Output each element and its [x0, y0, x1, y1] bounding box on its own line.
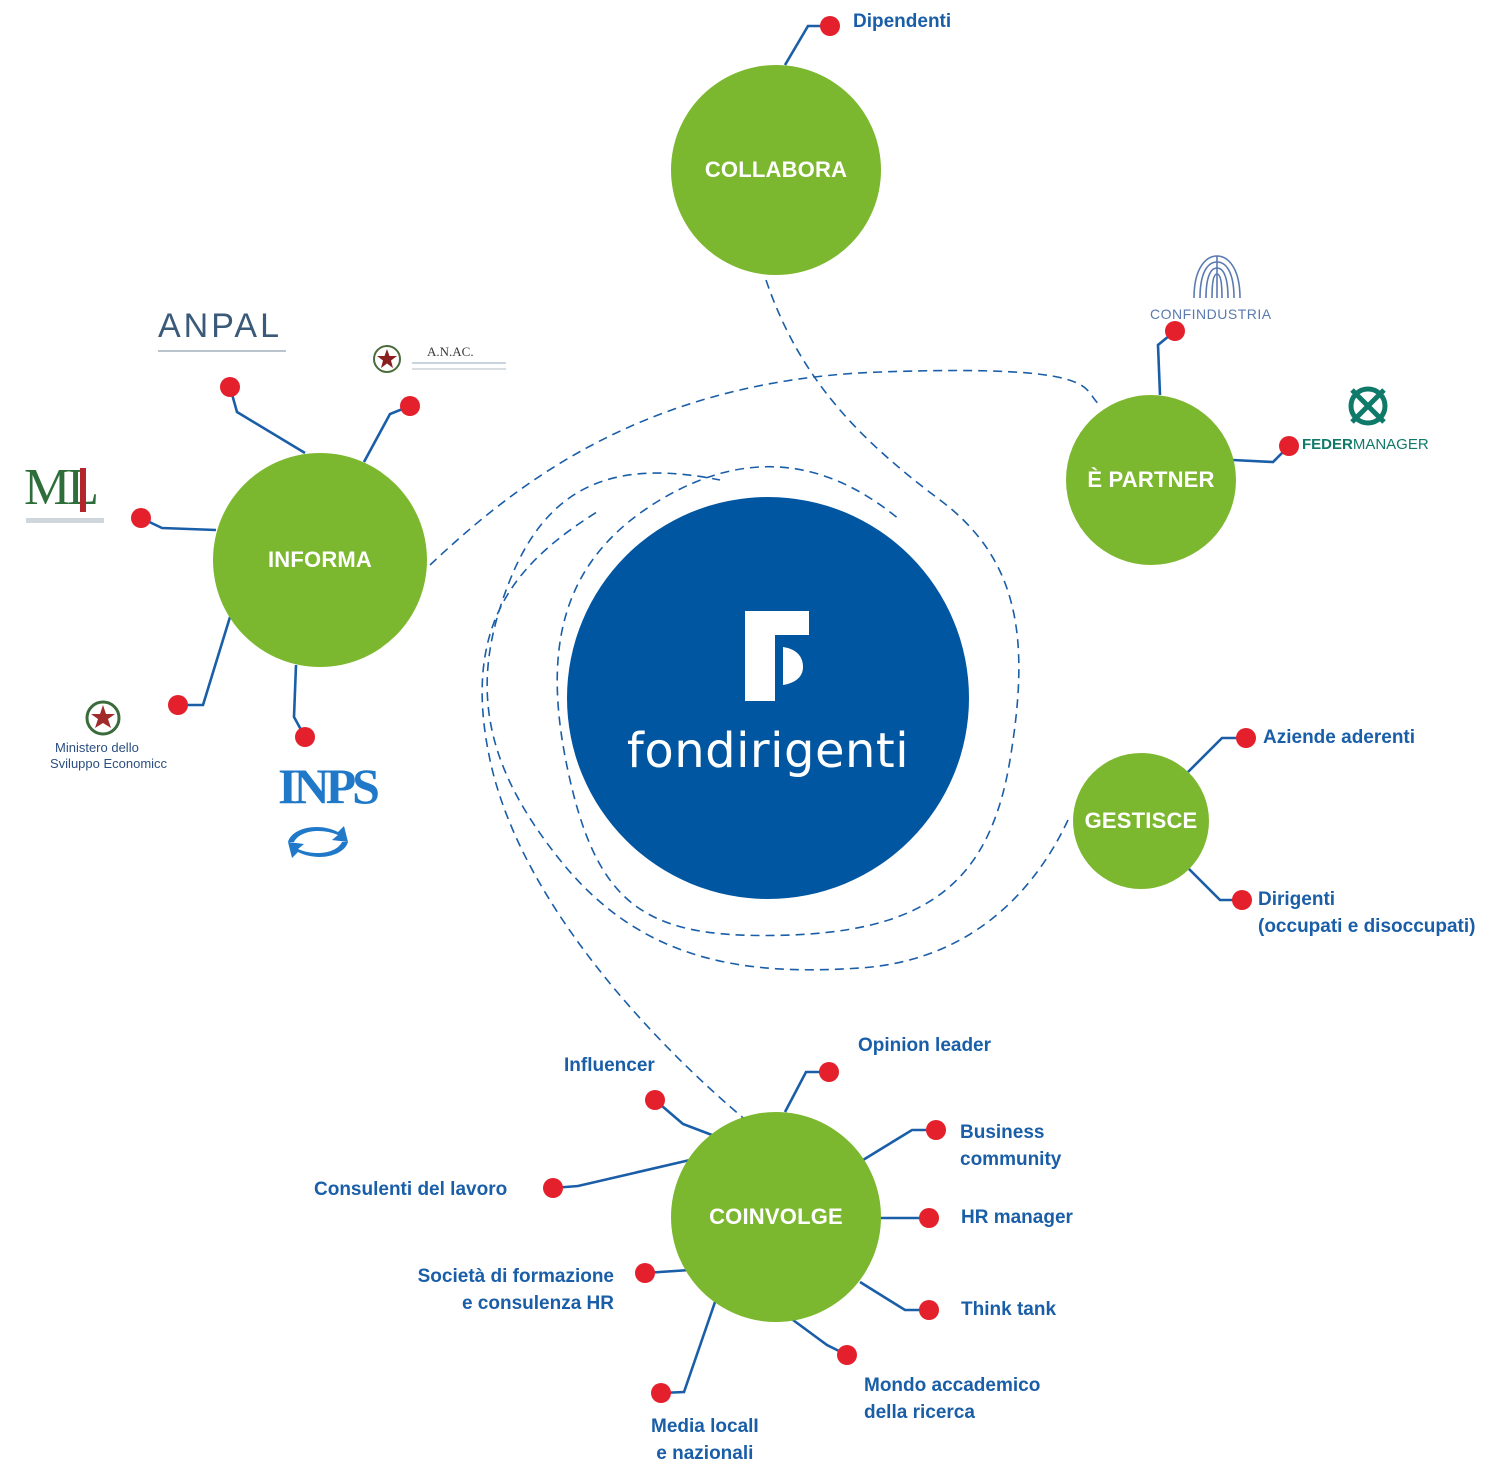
label-dirigenti: Dirigenti (occupati e disoccupati)	[1258, 886, 1475, 940]
federmanager-emblem-icon	[1348, 386, 1388, 426]
dot-opinion-leader	[819, 1062, 839, 1082]
anac-emblem-icon	[373, 345, 401, 373]
node-gestisce: GESTISCE	[1073, 753, 1209, 889]
anac-logo: A.N.AC.	[372, 344, 507, 380]
label-think-tank: Think tank	[961, 1299, 1057, 1320]
label-mondo-accademico: Mondo accademico della ricerca	[864, 1372, 1040, 1426]
fondirigenti-hub: fondirigenti	[567, 497, 969, 899]
federmanager-part2: MANAGER	[1352, 436, 1429, 453]
label-societa-line2: e consulenza HR	[461, 1293, 614, 1314]
mise-logo: Ministero dello Sviluppo Economicc	[50, 698, 180, 778]
label-influencer: Influencer	[564, 1055, 655, 1076]
label-media-line2: e nazionali	[656, 1443, 754, 1464]
italian-emblem-icon	[85, 700, 121, 736]
node-collabora: COLLABORA	[671, 65, 881, 275]
dot-business	[926, 1120, 946, 1140]
dot-think-tank	[919, 1300, 939, 1320]
confindustria-wordmark: CONFINDUSTRIA	[1150, 306, 1272, 322]
confindustria-emblem-icon	[1193, 255, 1241, 299]
dot-dipendenti	[820, 16, 840, 36]
dot-influencer	[645, 1090, 665, 1110]
anpal-wordmark: ANPAL	[158, 307, 282, 345]
dot-mondo	[837, 1345, 857, 1365]
mise-line1: Ministero dello	[55, 740, 139, 755]
label-dirigenti-line2: (occupati e disoccupati)	[1258, 916, 1476, 937]
federmanager-part1: FEDER	[1302, 436, 1353, 453]
dot-confindustria	[1165, 321, 1185, 341]
dot-anpal	[220, 377, 240, 397]
anac-wordmark: A.N.AC.	[427, 344, 474, 359]
dot-mise	[168, 695, 188, 715]
label-business-community: Business community	[960, 1119, 1061, 1173]
fondirigenti-logo-icon	[745, 611, 809, 701]
ministero-lavoro-logo: ML	[24, 460, 108, 532]
dot-aziende	[1236, 728, 1256, 748]
label-business-line2: community	[960, 1149, 1062, 1170]
confindustria-logo: CONFINDUSTRIA	[1150, 252, 1284, 322]
dot-inps	[295, 727, 315, 747]
dot-societa	[635, 1263, 655, 1283]
node-partner: È PARTNER	[1066, 395, 1236, 565]
dot-federmanager	[1279, 436, 1299, 456]
hub-label: fondirigenti	[626, 723, 910, 779]
label-media-line1: Media localI	[651, 1416, 759, 1437]
label-dipendenti: Dipendenti	[853, 11, 952, 32]
label-business-line1: Business	[960, 1122, 1045, 1143]
label-opinion-leader: Opinion leader	[858, 1035, 992, 1056]
anpal-subtitle-line	[158, 350, 286, 352]
dot-consulenti	[543, 1178, 563, 1198]
inps-logo: INPS	[278, 756, 380, 866]
ml-letters: ML	[24, 459, 99, 516]
ml-wordmark: ML	[24, 460, 108, 516]
anac-subline	[412, 368, 506, 370]
federmanager-wordmark: FEDERMANAGER	[1302, 436, 1429, 453]
label-aziende-aderenti: Aziende aderenti	[1263, 727, 1416, 748]
dot-ml	[131, 508, 151, 528]
label-societa: Società di formazione e consulenza HR	[404, 1263, 614, 1317]
inps-arrows-icon	[288, 826, 348, 858]
label-consulenti: Consulenti del lavoro	[314, 1179, 508, 1200]
label-dirigenti-line1: Dirigenti	[1258, 889, 1336, 910]
dot-anac	[400, 396, 420, 416]
label-media: Media localI e nazionali	[651, 1413, 759, 1467]
mise-line2: Sviluppo Economicc	[50, 756, 168, 771]
label-mondo-line1: Mondo accademico	[864, 1375, 1041, 1396]
dot-dirigenti	[1232, 890, 1252, 910]
dot-media	[651, 1383, 671, 1403]
ml-red-bar	[80, 468, 86, 512]
label-hr-manager: HR manager	[961, 1207, 1073, 1228]
node-informa: INFORMA	[213, 453, 427, 667]
anac-underline	[412, 362, 506, 364]
inps-wordmark: INPS	[278, 758, 380, 814]
anpal-logo: ANPAL	[158, 308, 293, 358]
dot-hr-manager	[919, 1208, 939, 1228]
node-coinvolge: COINVOLGE	[671, 1112, 881, 1322]
label-societa-line1: Società di formazione	[417, 1266, 614, 1287]
ml-subline	[26, 518, 104, 523]
label-mondo-line2: della ricerca	[864, 1402, 975, 1423]
federmanager-logo: FEDERMANAGER	[1300, 382, 1440, 458]
